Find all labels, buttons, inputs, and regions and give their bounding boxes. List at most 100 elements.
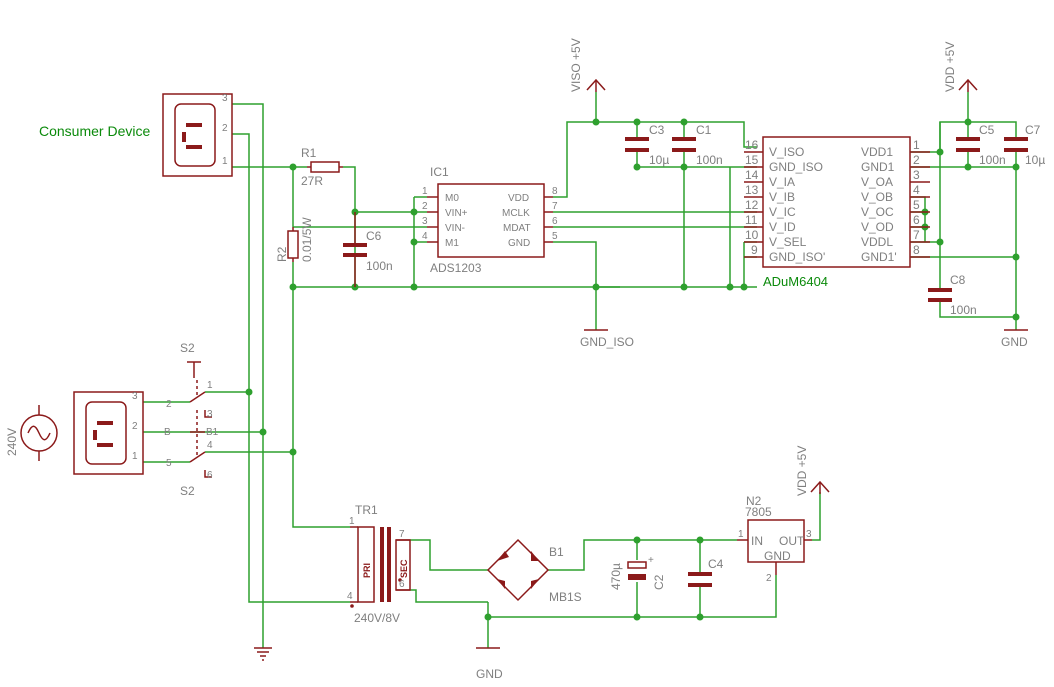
tr1-name: TR1 [355,503,378,517]
viso-supply: VISO +5V [569,38,606,92]
capacitor-c2: + 470µ C2 [609,555,666,590]
capacitor-c4: C4 [688,557,724,587]
ic1-pinnum: 5 [552,231,558,242]
ic1-pinnum: 3 [422,216,428,227]
ic1-pin-m1: M1 [445,238,459,249]
pin-label: 5 [166,458,172,469]
resistor-r1: R1 27R [301,146,343,188]
capacitor-c1: C1 100n [672,123,723,167]
pin-label: B1 [206,427,219,438]
pin-label: 2 [166,399,172,410]
adum-pin-label: V_OB [861,190,893,204]
capacitor-c6: C6 100n [343,212,393,287]
pin-label: 3 [207,409,213,420]
c6-name: C6 [366,229,382,243]
adum-pinnum: 4 [913,183,920,197]
pin-label: 7 [399,529,405,540]
ic1-pinnum: 8 [552,186,558,197]
adum-pinnum: 7 [913,228,920,242]
n2-in: IN [751,534,763,548]
gnd-iso-label: GND_ISO [580,335,634,349]
consumer-connector: 3 2 1 [162,93,233,177]
adum6404: V_ISO GND_ISO V_IA V_IB V_IC V_ID V_SEL … [744,136,930,268]
c7-value: 10µ [1025,153,1045,167]
ic1-part: ADS1203 [430,261,482,275]
viso-label: VISO +5V [569,38,583,92]
capacitor-c7: C7 10µ [1004,123,1045,167]
adum-pinnum: 8 [913,243,920,257]
adum-part-label: ADuM6404 [763,274,828,289]
bridge-rectifier-b1: B1 MB1S [486,538,582,604]
s2-top-label: S2 [180,341,195,355]
transformer-tr1: PRI SEC TR1 240V/8V 1 4 7 6 [347,503,411,625]
pin-label: 6 [399,579,405,590]
c4-name: C4 [708,557,724,571]
ic1-ads1203: IC1 ADS1203 M0 VIN+ VIN- M1 VDD MCLK MDA… [422,165,558,275]
ic1-pin-gnd: GND [508,238,530,249]
n2-out: OUT [779,534,805,548]
adum-pinnum: 2 [913,153,920,167]
c3-value: 10µ [649,153,669,167]
adum-pin-label: VDDL [861,235,893,249]
earth-ground-icon [254,647,272,661]
capacitor-c5: C5 100n [956,123,1006,167]
ic1-pinnum: 4 [422,231,428,242]
ic1-pinnum: 1 [422,186,428,197]
junctions [245,118,1020,621]
adum-pin-label: V_ISO [769,145,804,159]
n2-part: 7805 [745,505,772,519]
ic1-name: IC1 [430,165,449,179]
ic1-pin-mclk: MCLK [502,208,530,219]
n2-gnd: GND [764,549,791,563]
tr1-pri-label: PRI [362,563,372,578]
ic1-pin-vdd: VDD [508,193,529,204]
pin-label: 1 [207,380,213,391]
vdd-top-supply: VDD +5V [943,42,978,92]
adum-pinnum: 9 [751,243,758,257]
adum-pinnum: 6 [913,213,920,227]
svg-text:+: + [648,555,654,566]
ic1-pinnum: 7 [552,201,558,212]
adum-pin-label: V_IA [769,175,795,189]
gnd-right-label: GND [1001,335,1028,349]
adum-pinnum: 3 [913,168,920,182]
pin-label: 2 [132,421,138,432]
vdd-reg-label: VDD +5V [795,446,809,496]
pin-label: 3 [806,529,812,540]
s2-bottom-label: S2 [180,484,195,498]
adum-pin-label: V_IB [769,190,795,204]
c5-value: 100n [979,153,1006,167]
mains-connector: 3 2 1 [73,391,144,475]
pin-label: 2 [222,123,228,134]
consumer-device-label: Consumer Device [39,123,150,139]
adum-pin-label: GND1' [861,250,897,264]
pin-label: 2 [766,573,772,584]
n2-name: N2 [746,494,762,508]
adum-pinnum: 15 [745,153,759,167]
adum-pin-label: GND1 [861,160,895,174]
c5-name: C5 [979,123,995,137]
wires [143,92,1017,648]
gnd-bottom-symbol: GND [476,647,503,681]
adum-pinnum: 14 [745,168,759,182]
ic1-pin-vinm: VIN- [445,223,465,234]
c3-name: C3 [649,123,665,137]
ic1-pin-mdat: MDAT [503,223,531,234]
ic1-pinnum: 2 [422,201,428,212]
switch-s2: S2 S2 1 2 3 4 5 6 B B1 [164,341,219,498]
pin-label: 3 [132,391,138,402]
r1-name: R1 [301,146,317,160]
c2-name: C2 [652,574,666,590]
c8-value: 100n [950,303,977,317]
gnd-bottom-label: GND [476,667,503,681]
adum-pin-label: VDD1 [861,145,893,159]
pin-label: 1 [132,451,138,462]
pin-label: 6 [207,470,213,481]
pin-label: B [164,427,171,438]
pin-label: 1 [349,516,355,527]
adum-pinnum: 1 [913,138,920,152]
b1-part: MB1S [549,590,582,604]
adum-pinnum: 16 [745,138,759,152]
c1-name: C1 [696,123,712,137]
c2-value: 470µ [609,563,623,590]
